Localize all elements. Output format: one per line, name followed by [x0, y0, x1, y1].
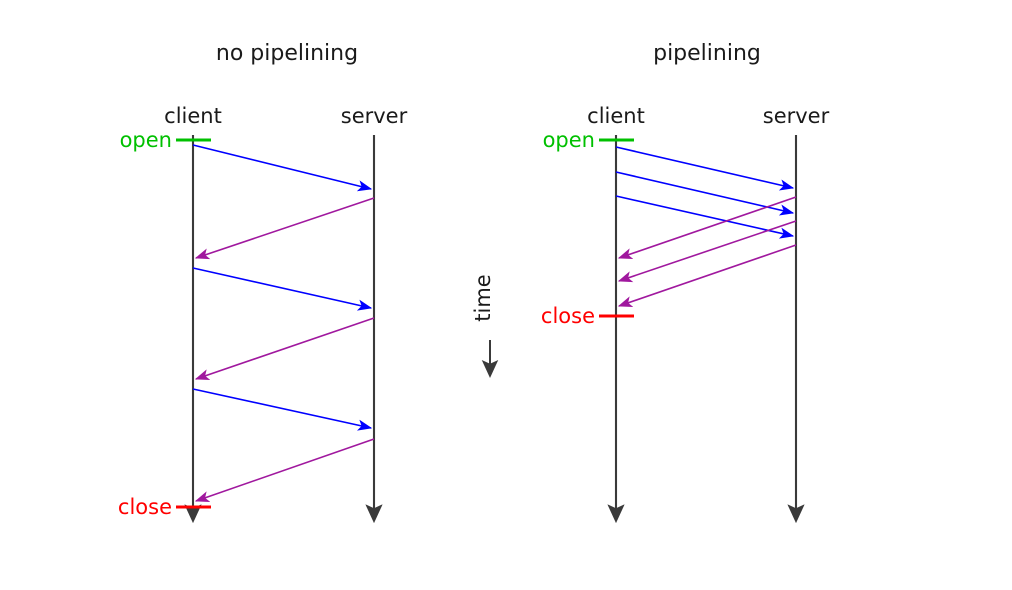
message-response-3	[617, 244, 797, 308]
messages-no-pipelining	[192, 144, 375, 502]
messages-pipelining	[615, 146, 797, 308]
message-request-2	[192, 267, 373, 311]
close-label: close	[541, 304, 595, 328]
lane-label-server: server	[341, 104, 408, 128]
message-request-1	[615, 146, 795, 191]
time-axis-label: time	[471, 274, 495, 321]
lifelines-pipelining	[607, 135, 805, 524]
close-marker-no-pipelining: close	[118, 495, 211, 519]
open-marker-no-pipelining: open	[120, 128, 211, 152]
panel-no-pipelining: no pipelining client server open close	[118, 41, 408, 524]
lane-label-client: client	[164, 104, 222, 128]
lifelines-no-pipelining	[184, 135, 383, 524]
message-response-2	[194, 317, 375, 381]
open-label: open	[120, 128, 172, 152]
panel-title-no-pipelining: no pipelining	[216, 41, 358, 66]
message-request-2	[615, 171, 795, 216]
message-response-1	[617, 196, 797, 260]
time-axis: time	[471, 274, 499, 378]
message-request-3	[192, 388, 373, 431]
message-response-2	[617, 220, 797, 283]
message-request-3	[615, 195, 795, 239]
panel-title-pipelining: pipelining	[653, 41, 761, 66]
open-marker-pipelining: open	[543, 128, 634, 152]
close-label: close	[118, 495, 172, 519]
close-marker-pipelining: close	[541, 304, 634, 328]
message-response-3	[194, 438, 375, 502]
panel-pipelining: pipelining client server open close	[541, 41, 830, 524]
lane-label-server: server	[763, 104, 830, 128]
message-request-1	[192, 144, 373, 192]
lane-label-client: client	[587, 104, 645, 128]
message-response-1	[194, 197, 375, 260]
open-label: open	[543, 128, 595, 152]
